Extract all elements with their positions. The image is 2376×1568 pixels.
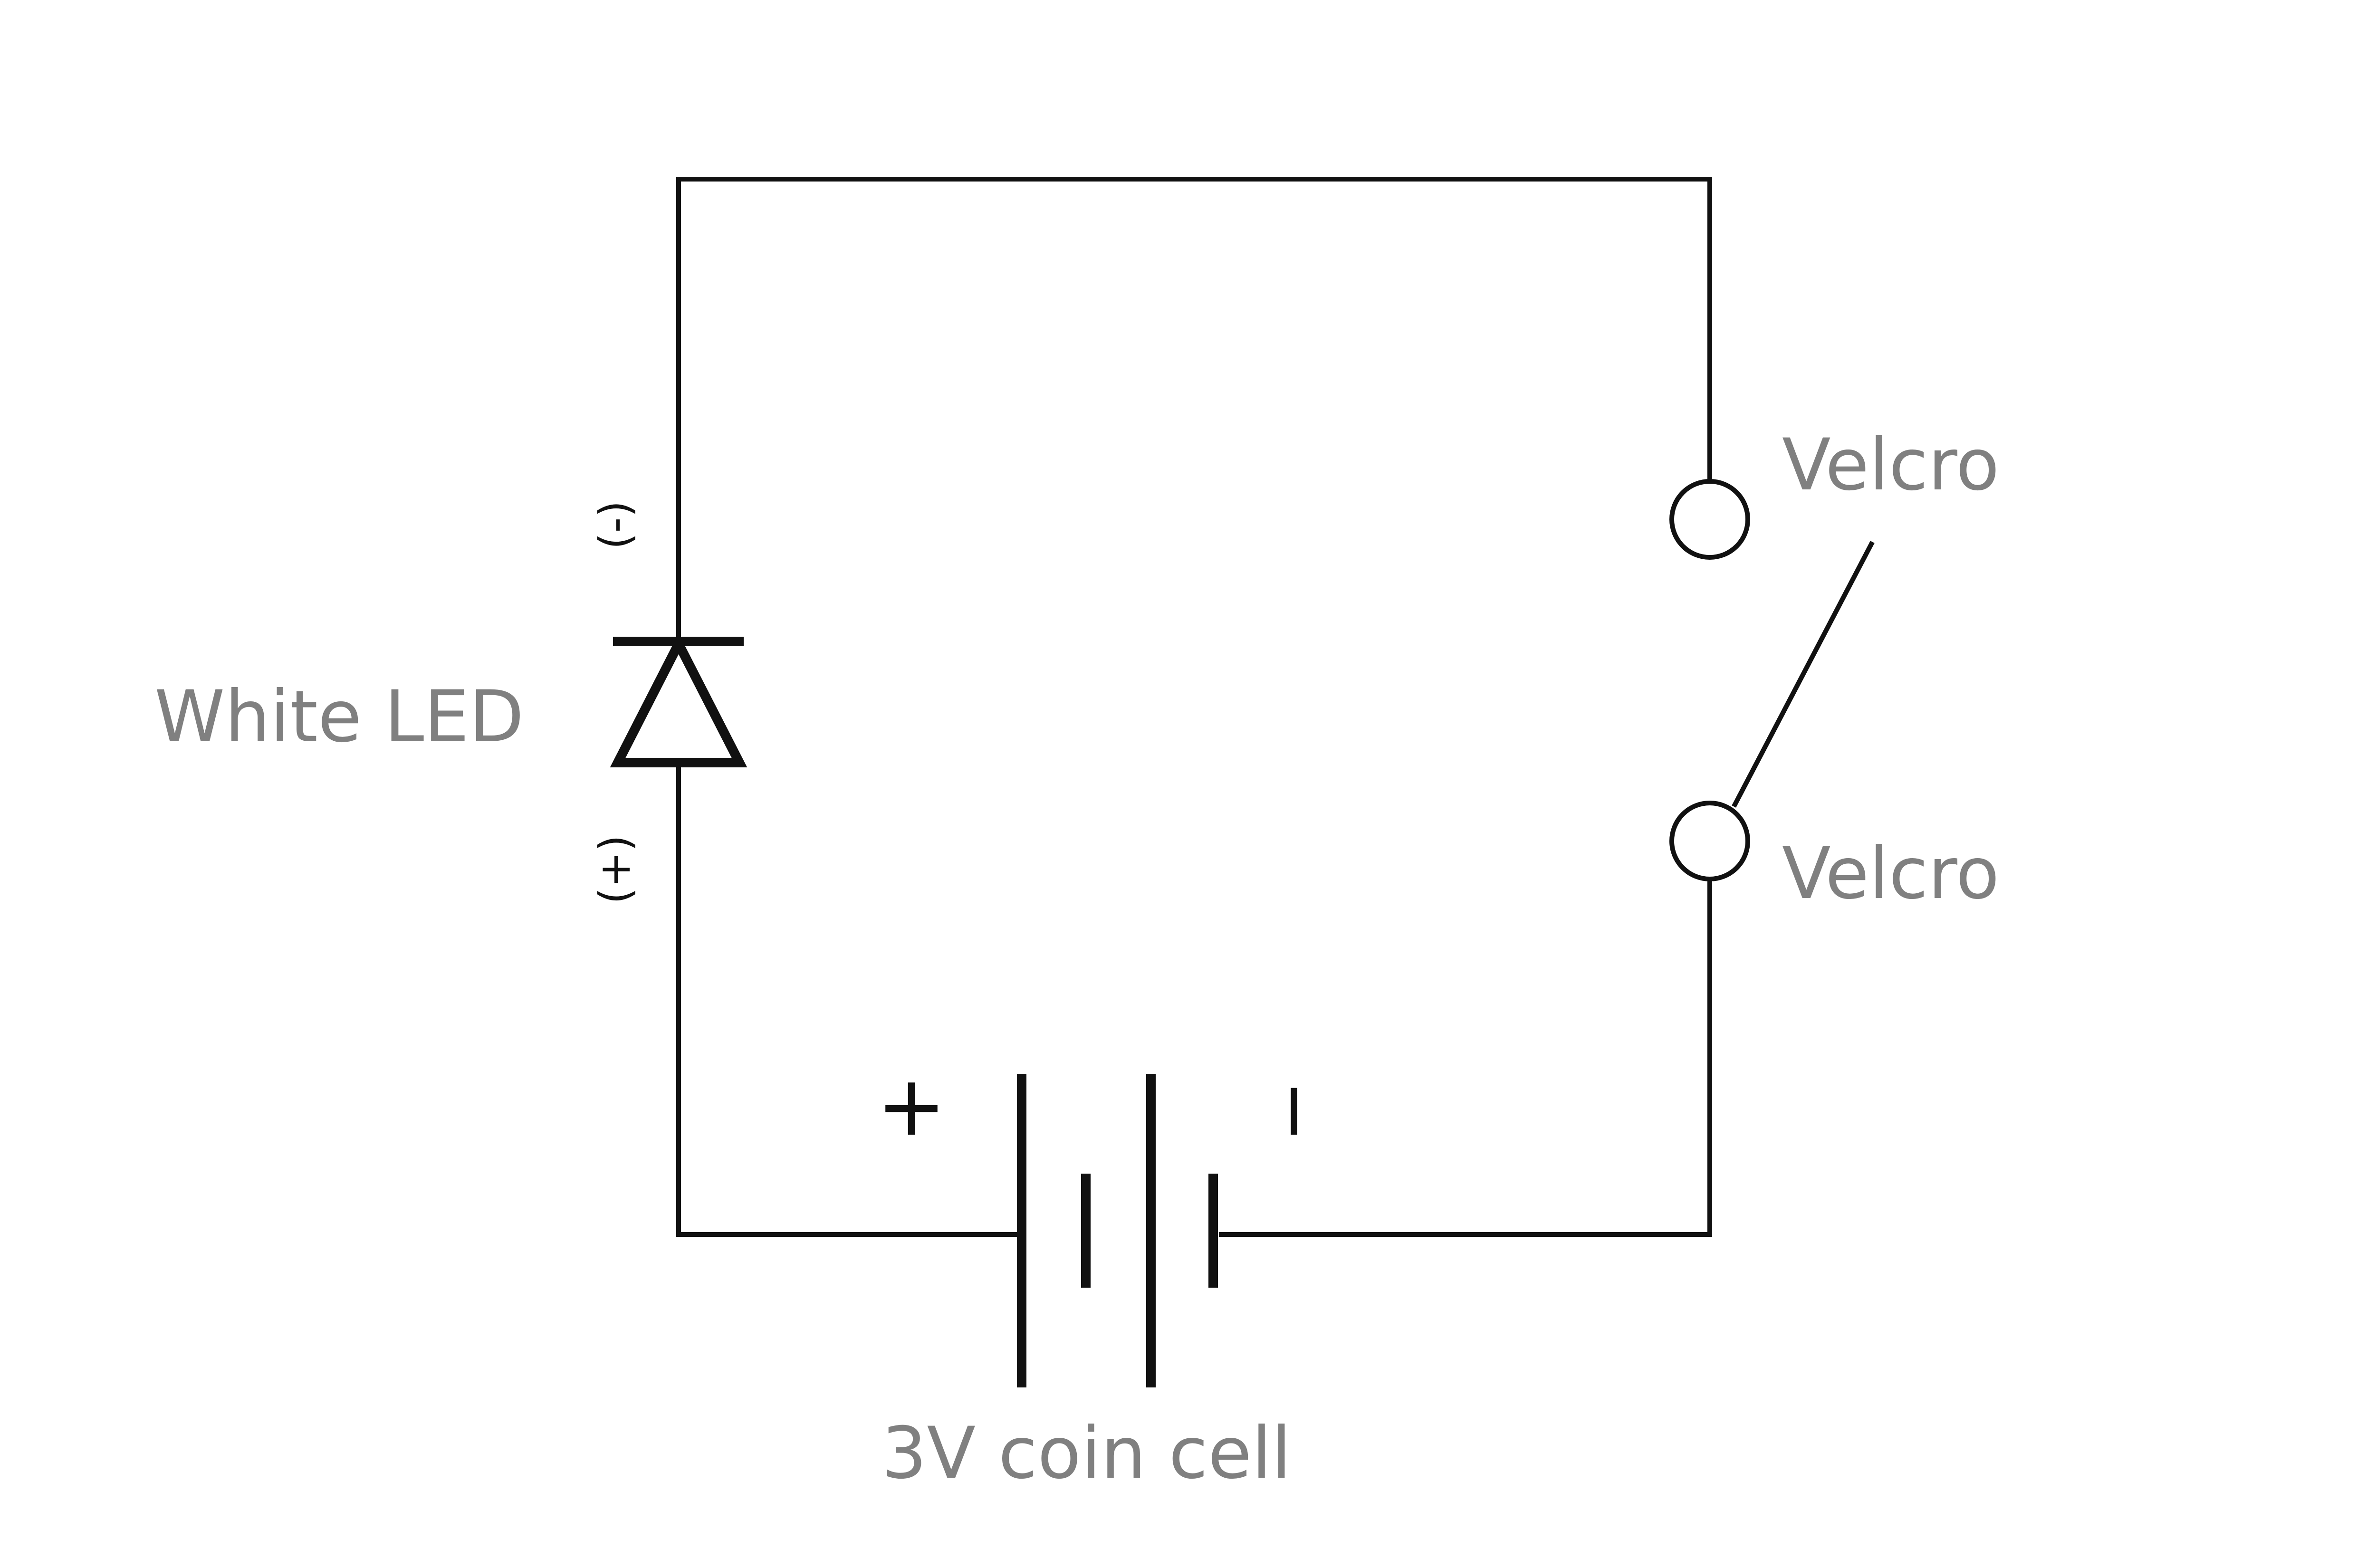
battery-label: 3V coin cell [881,1412,1292,1495]
switch-lever [1732,541,1875,808]
wires [676,177,1712,1237]
switch-terminal-top [1669,479,1750,560]
led-symbol [610,633,747,767]
velcro-switch [1669,479,1875,881]
led-positive-mark: (+) [590,835,640,904]
battery-symbol [858,1074,1390,1387]
battery-negative-mark: I [1284,1075,1303,1150]
led-negative-mark: (-) [590,501,640,550]
velcro-label-bottom: Velcro [1782,832,2000,915]
led-label: White LED [154,676,524,758]
led-triangle [610,633,747,767]
velcro-label-top: Velcro [1782,424,2000,507]
battery-positive-mark: + [877,1058,947,1155]
switch-terminal-bottom [1669,801,1750,881]
